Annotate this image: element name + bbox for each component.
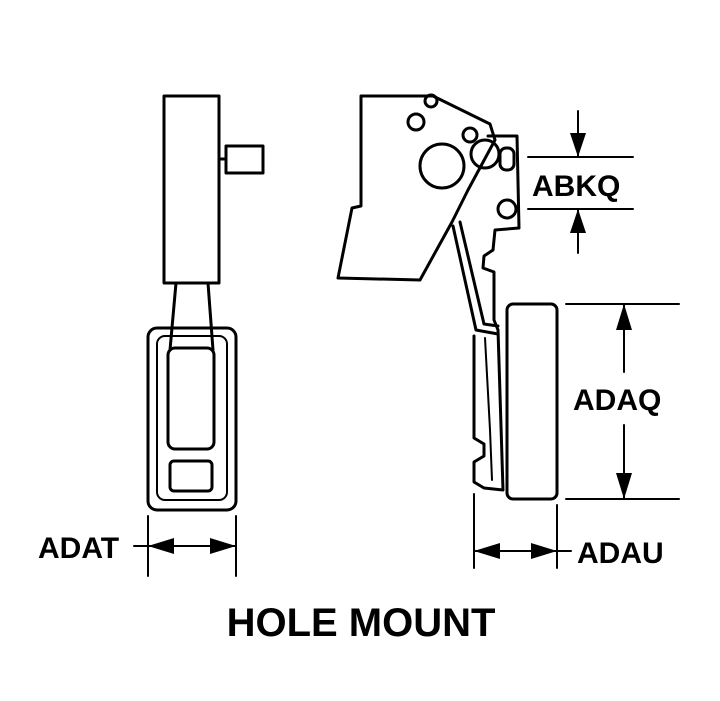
dim-adat: ADAT xyxy=(38,515,237,577)
adat-arrow-right xyxy=(210,538,236,554)
abkq-arrow-bottom xyxy=(570,209,586,233)
adat-label: ADAT xyxy=(38,532,119,565)
side-bracket-slot xyxy=(498,146,516,172)
side-mount-bracket xyxy=(481,134,521,332)
side-view xyxy=(336,93,559,501)
adaq-arrow-bottom xyxy=(616,473,632,499)
adaq-arrow-top xyxy=(616,304,632,330)
side-small-hole-right xyxy=(461,126,479,144)
side-pivot-disc xyxy=(418,142,466,190)
abkq-arrow-top xyxy=(570,133,586,157)
side-lower-plate-edge xyxy=(484,337,493,481)
caption-title: HOLE MOUNT xyxy=(227,601,496,645)
front-view xyxy=(146,94,265,512)
front-handle-window-lower xyxy=(168,459,214,493)
dim-adau: ADAU xyxy=(473,493,664,570)
side-handle-block xyxy=(505,302,559,501)
dim-abkq: ABKQ xyxy=(527,110,634,254)
side-bracket-hole xyxy=(496,198,518,220)
front-handle-outer xyxy=(146,326,238,512)
front-side-stud xyxy=(224,144,265,175)
side-body-housing xyxy=(336,94,497,282)
side-lever-arm-a xyxy=(451,224,500,336)
front-handle-inner xyxy=(156,335,228,501)
adau-arrow-left xyxy=(474,543,500,559)
abkq-label: ABKQ xyxy=(532,170,620,203)
front-handle-window-upper xyxy=(166,346,216,451)
side-lever-arm-b xyxy=(458,220,500,328)
side-small-hole-top xyxy=(423,93,439,109)
front-lever-shaft xyxy=(168,281,215,352)
side-lower-plate xyxy=(472,328,505,492)
adaq-label: ADAQ xyxy=(573,384,661,417)
adat-arrow-left xyxy=(148,538,174,554)
side-small-hole-mid xyxy=(406,112,426,132)
front-body-block xyxy=(162,94,221,285)
side-pivot-knob xyxy=(469,138,501,170)
dim-adaq: ADAQ xyxy=(565,303,680,500)
adau-label: ADAU xyxy=(577,537,664,570)
adau-arrow-right xyxy=(531,543,557,559)
